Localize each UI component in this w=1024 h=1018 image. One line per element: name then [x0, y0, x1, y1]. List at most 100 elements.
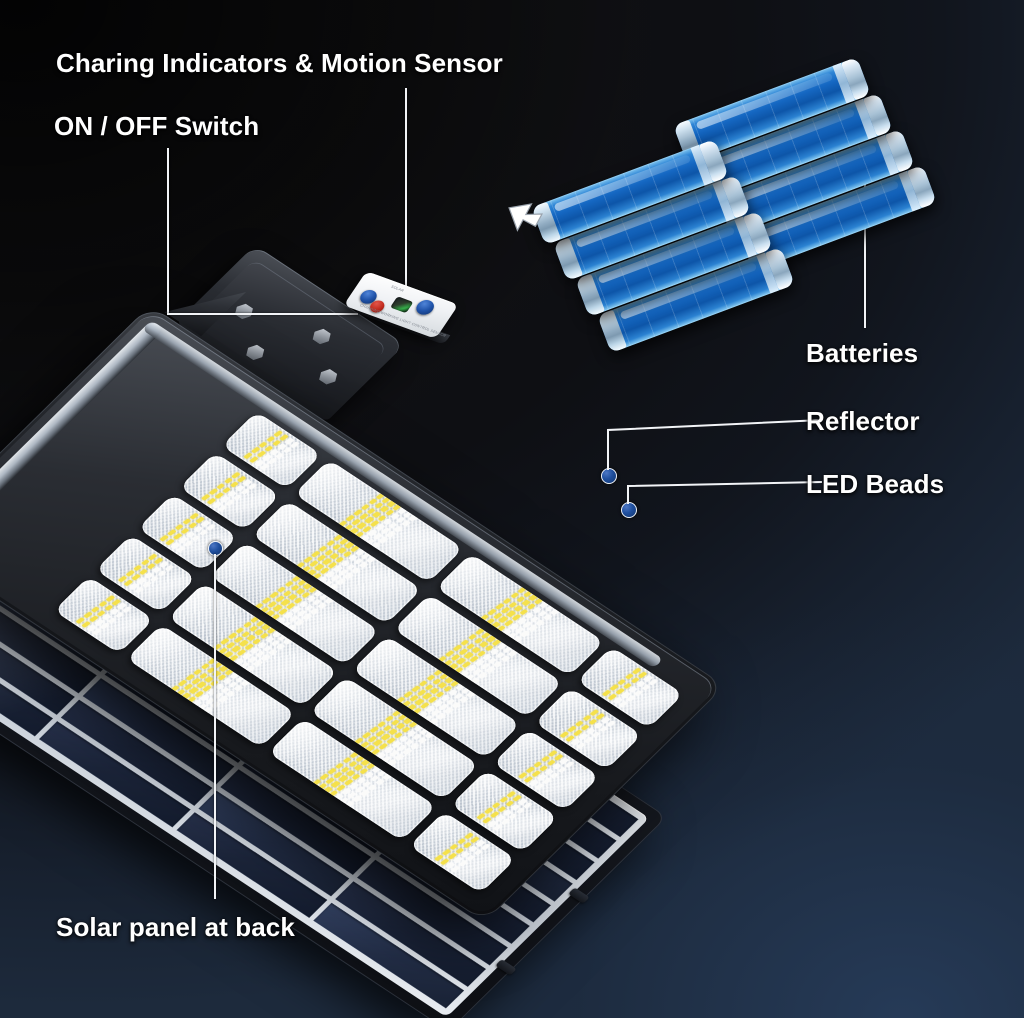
led-bead — [394, 753, 404, 761]
led-bead — [290, 441, 300, 449]
label-batteries: Batteries — [806, 338, 919, 368]
led-bead — [515, 807, 525, 815]
led-bead — [274, 452, 285, 460]
leader-on-off-vertical — [167, 148, 169, 315]
led-bead — [107, 617, 117, 624]
led-bead — [302, 613, 313, 621]
led-bead — [92, 628, 102, 635]
led-bead — [492, 824, 503, 831]
led-bead-array — [212, 616, 293, 673]
led-bead — [424, 731, 435, 739]
led-bead — [176, 545, 186, 553]
label-solar-panel: Solar panel at back — [56, 912, 295, 942]
led-bead — [542, 777, 552, 785]
led-bead — [466, 854, 476, 861]
led-bead — [217, 504, 228, 512]
leader-batteries — [864, 180, 866, 328]
led-bead — [156, 570, 167, 577]
led-bead — [267, 458, 277, 465]
led-bead — [576, 742, 586, 749]
led-bead — [402, 748, 412, 756]
led-bead-array — [117, 553, 174, 594]
led-bead — [618, 700, 628, 708]
led-bead — [458, 859, 468, 867]
led-bead — [226, 690, 236, 698]
label-led-beads: LED Beads — [806, 469, 945, 499]
led-bead — [203, 707, 214, 714]
led-bead — [428, 718, 439, 725]
led-bead — [641, 684, 651, 691]
led-bead — [550, 608, 560, 616]
led-bead — [371, 542, 381, 550]
battery-pack — [524, 56, 944, 354]
led-bead — [625, 695, 636, 702]
led-bead — [325, 597, 335, 604]
led-bead — [115, 611, 125, 619]
led-bead — [191, 534, 201, 542]
led-bead — [523, 802, 533, 809]
led-bead — [141, 581, 152, 589]
led-bead — [417, 737, 427, 744]
label-charging-indicators: Charing Indicators & Motion Sensor — [56, 48, 503, 78]
led-bead-array — [437, 627, 518, 684]
install-arrow-icon — [508, 203, 544, 232]
led-bead — [549, 772, 560, 779]
led-bead — [310, 608, 320, 615]
led-bead — [149, 575, 159, 583]
led-bead — [478, 671, 488, 679]
led-bead — [535, 619, 545, 627]
led-bead — [336, 578, 347, 585]
led-bead — [481, 843, 491, 850]
led-bead — [633, 689, 643, 697]
led-bead — [260, 654, 271, 662]
led-bead — [240, 488, 251, 495]
led-bead — [378, 537, 389, 544]
solar-panel-clip — [568, 887, 590, 904]
led-bead — [206, 523, 216, 531]
led-bead — [542, 614, 553, 621]
led-bead-array — [434, 832, 491, 872]
led-bead — [317, 602, 328, 610]
led-bead — [287, 624, 297, 632]
led-bead — [507, 813, 518, 820]
led-bead — [211, 701, 221, 709]
led-bead-array — [243, 430, 300, 471]
leader-on-off-horizontal — [167, 313, 358, 315]
led-bead-array — [560, 709, 617, 749]
led-bead — [359, 561, 369, 569]
led-bead — [367, 556, 377, 563]
led-bead — [485, 666, 496, 673]
hex-bolt-icon — [309, 326, 334, 346]
control-panel-print-top: SOLAR — [390, 284, 405, 293]
led-bead — [470, 677, 481, 684]
led-bead — [183, 540, 194, 547]
led-bead — [360, 789, 370, 797]
led-bead — [409, 514, 419, 522]
led-bead — [352, 795, 363, 802]
led-bead-array — [395, 668, 477, 725]
led-bead — [557, 766, 567, 774]
led-bead — [241, 679, 251, 687]
solar-panel-clip — [495, 959, 517, 976]
led-bead-array — [170, 657, 251, 714]
led-bead — [253, 660, 263, 667]
led-bead — [409, 742, 420, 750]
led-bead — [295, 619, 305, 626]
led-bead — [218, 696, 229, 703]
led-bead — [401, 520, 411, 528]
led-bead — [527, 625, 538, 632]
leader-led-beads — [627, 481, 823, 504]
led-bead — [234, 684, 244, 692]
led-bead — [451, 701, 461, 709]
led-bead-array — [254, 575, 335, 632]
on-off-switch-button[interactable] — [413, 297, 438, 317]
led-bead — [591, 730, 602, 738]
led-bead — [375, 778, 385, 786]
led-bead — [493, 660, 503, 668]
led-bead — [512, 636, 522, 643]
leader-charging-indicators — [405, 88, 407, 293]
label-on-off-switch: ON / OFF Switch — [54, 111, 260, 141]
motion-sensor-window — [390, 296, 414, 314]
led-bead — [451, 865, 461, 872]
